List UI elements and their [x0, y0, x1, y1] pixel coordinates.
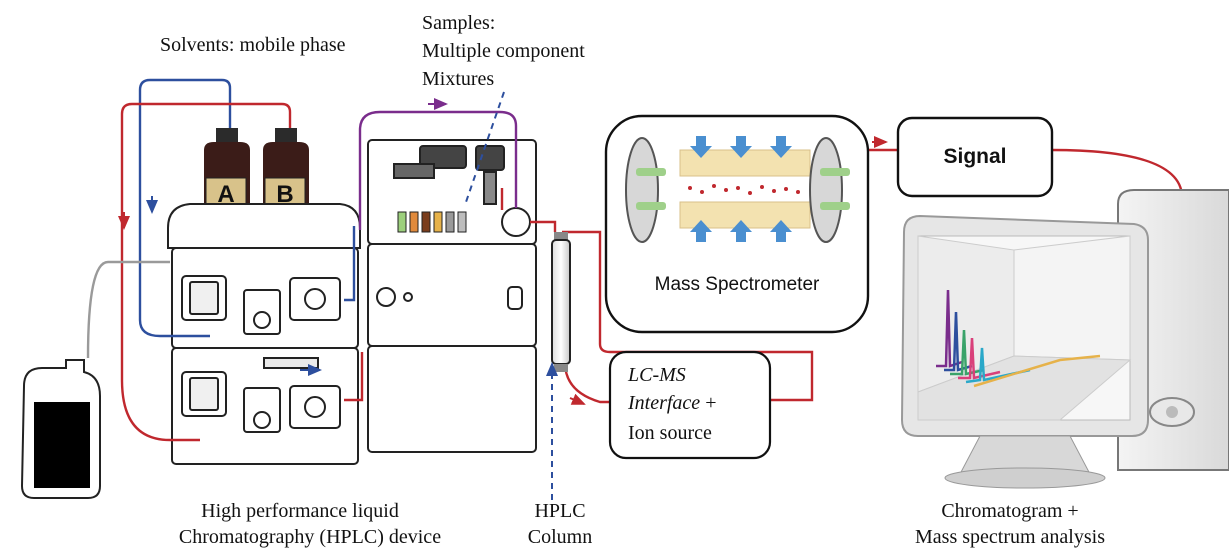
sample-pointer — [465, 91, 505, 203]
interface-label-line1: LC-MS — [628, 364, 686, 386]
hplc-pump-stack — [167, 203, 361, 465]
interface-label-plus: + — [700, 392, 717, 414]
waste-container — [20, 359, 101, 499]
samples-label-line1: Samples: — [422, 12, 496, 34]
autosampler-unit — [367, 139, 537, 453]
chromatogram-label-line2: Mass spectrum analysis — [915, 526, 1105, 548]
chromatogram-label-line1: Chromatogram + — [941, 500, 1079, 522]
hplc-column-label-line1: HPLC — [534, 500, 586, 522]
interface-label-line2-wrap: Interface + — [628, 390, 716, 416]
mass-spectrometer-label: Mass Spectrometer — [654, 274, 820, 295]
samples-label-line2: Multiple component — [422, 40, 585, 62]
interface-label-line2: Interface — [628, 392, 701, 414]
hplc-device-label-line2: Chromatography (HPLC) device — [178, 526, 442, 548]
monitor — [900, 214, 1149, 489]
solvents-label: Solvents: mobile phase — [160, 34, 346, 56]
bottle-b-label: B — [276, 181, 294, 208]
samples-label-line3: Mixtures — [422, 68, 495, 90]
ms-quadrupole-graphic — [625, 136, 850, 243]
lcms-interface-box — [608, 350, 772, 460]
sample-vials — [397, 211, 467, 233]
interface-label-line3: Ion source — [628, 422, 712, 444]
signal-label: Signal — [943, 145, 1007, 168]
hplc-device-label-line1: High performance liquid — [201, 500, 399, 522]
bottle-a-label: A — [217, 181, 235, 208]
hplc-column — [551, 232, 571, 372]
hplc-column-label-line2: Column — [527, 526, 593, 548]
signal-box — [896, 116, 1054, 198]
flow-arrows — [118, 98, 888, 405]
